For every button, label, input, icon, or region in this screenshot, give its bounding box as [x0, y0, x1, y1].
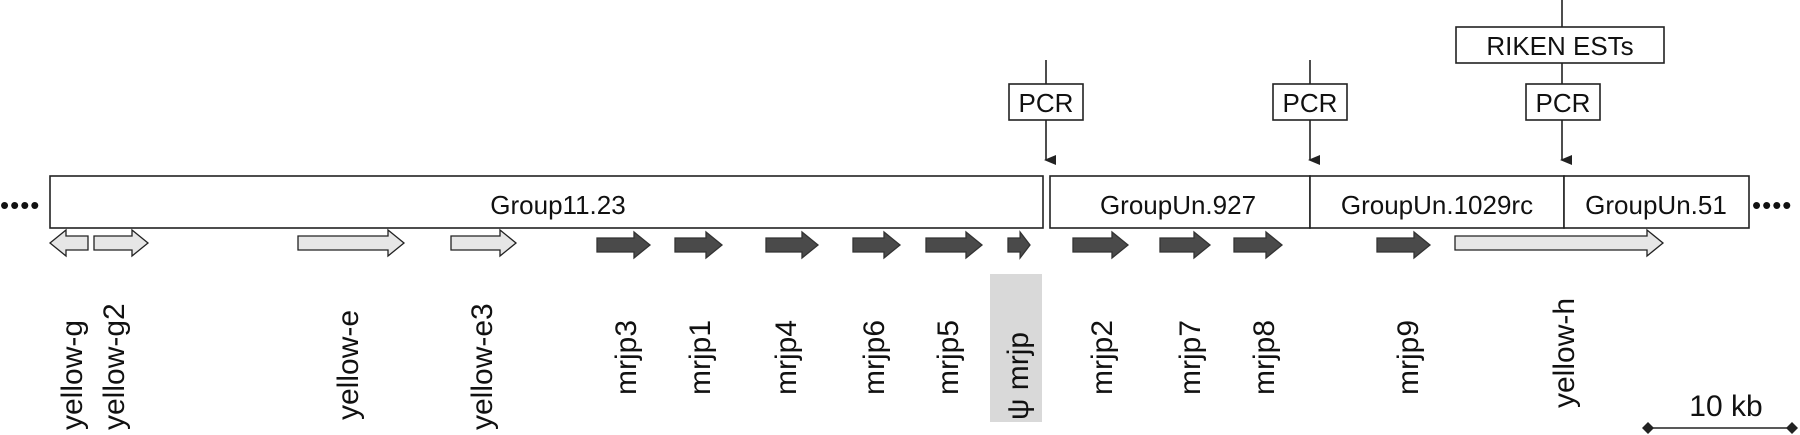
pcr-marker-box — [1008, 83, 1084, 121]
gene-arrow-mrjp6 — [852, 230, 902, 260]
pcr-marker-label: PCR — [1283, 88, 1338, 118]
gene-label: mrjp4 — [770, 320, 803, 395]
scale-bar-right-end — [1786, 422, 1798, 434]
pcr-marker-box — [1525, 83, 1601, 121]
gene-label: yellow-e — [332, 310, 365, 420]
gene-arrow-yellow-h — [1454, 228, 1665, 258]
gene-label: yellow-g2 — [98, 303, 131, 430]
gene-arrow-yellow-g — [48, 228, 89, 258]
gene-arrow-mrjp8 — [1233, 230, 1284, 260]
gene-arrow-mrjp — [1007, 230, 1031, 260]
left-continuation-dots: •••• — [0, 190, 40, 220]
gene-label: ψ mrjp — [1002, 332, 1035, 420]
scaffold-label: Group11.23 — [490, 190, 625, 220]
scaffold-box-group11-23 — [49, 175, 1044, 229]
gene-label: mrjp7 — [1174, 320, 1207, 395]
gene-arrow-yellow-e3 — [450, 228, 518, 258]
scaffold-label: GroupUn.927 — [1100, 190, 1256, 220]
scale-bar-label: 10 kb — [1689, 390, 1762, 423]
pseudo-gene-highlight — [990, 274, 1042, 422]
gene-arrow-yellow-g2 — [93, 228, 150, 258]
pcr-marker-label: PCR — [1536, 88, 1591, 118]
gene-label: yellow-h — [1548, 298, 1581, 408]
marker-track: PCR PCR RIKEN ESTs PCR — [1008, 0, 1665, 165]
gene-arrow-mrjp5 — [925, 230, 984, 260]
gene-arrow-yellow-e — [297, 228, 406, 258]
scale-bar-left-end — [1642, 422, 1654, 434]
scaffold-box-groupun-51 — [1563, 175, 1750, 229]
scaffold-track: Group11.23 GroupUn.927 GroupUn.1029rc Gr… — [49, 175, 1750, 229]
pcr-marker-box — [1272, 83, 1348, 121]
scale-bar: 10 kb — [1642, 390, 1798, 434]
scaffold-label: GroupUn.51 — [1585, 190, 1727, 220]
gene-arrow-mrjp7 — [1159, 230, 1212, 260]
gene-label: mrjp6 — [858, 320, 891, 395]
scaffold-label: GroupUn.1029rc — [1341, 190, 1533, 220]
scaffold-box-groupun-927 — [1049, 175, 1311, 229]
gene-arrow-mrjp3 — [596, 230, 652, 260]
gene-label-track: yellow-g yellow-g2 yellow-e yellow-e3 mr… — [56, 298, 1581, 430]
right-continuation-dots: •••• — [1752, 190, 1792, 220]
gene-label: mrjp8 — [1248, 320, 1281, 395]
gene-arrow-mrjp9 — [1376, 230, 1432, 260]
gene-label: mrjp2 — [1086, 320, 1119, 395]
gene-label: mrjp9 — [1392, 320, 1425, 395]
gene-arrow-mrjp2 — [1072, 230, 1130, 260]
gene-label: mrjp5 — [932, 320, 965, 395]
gene-label: mrjp1 — [684, 320, 717, 395]
gene-arrow-mrjp4 — [765, 230, 820, 260]
gene-label: yellow-g — [56, 320, 89, 430]
gene-label: yellow-e3 — [466, 303, 499, 430]
gene-label: mrjp3 — [610, 320, 643, 395]
scaffold-box-groupun-1029rc — [1309, 175, 1565, 229]
gene-arrow-track — [48, 228, 1665, 260]
pcr-marker-label: PCR — [1019, 88, 1074, 118]
riken-ests-marker-box — [1455, 26, 1665, 64]
riken-ests-marker-label: RIKEN ESTs — [1486, 31, 1633, 61]
gene-arrow-mrjp1 — [674, 230, 724, 260]
